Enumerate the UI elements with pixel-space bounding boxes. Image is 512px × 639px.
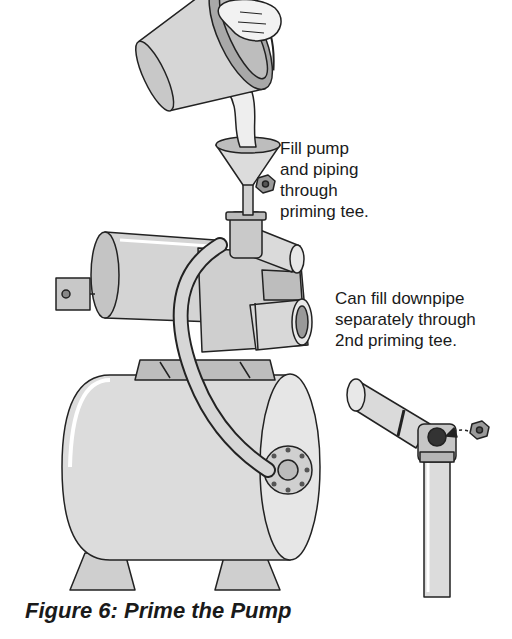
priming-plug: [256, 175, 275, 193]
pressure-tank: [62, 360, 320, 590]
water-stream: [228, 92, 256, 147]
callout-note: Fill pump and piping through priming tee…: [280, 138, 380, 222]
priming-plug-2: [470, 421, 489, 439]
hand: [218, 0, 281, 41]
callout-note: Can fill downpipe separately through 2nd…: [335, 288, 503, 351]
arrowhead: [446, 428, 457, 437]
funnel: [216, 137, 280, 215]
priming-tee: [226, 212, 304, 273]
figure-caption: Figure 6: Prime the Pump: [25, 598, 292, 624]
hose-fill: [181, 245, 268, 470]
bucket: [120, 0, 291, 133]
downpipe: [347, 379, 456, 597]
hose: [181, 245, 268, 470]
